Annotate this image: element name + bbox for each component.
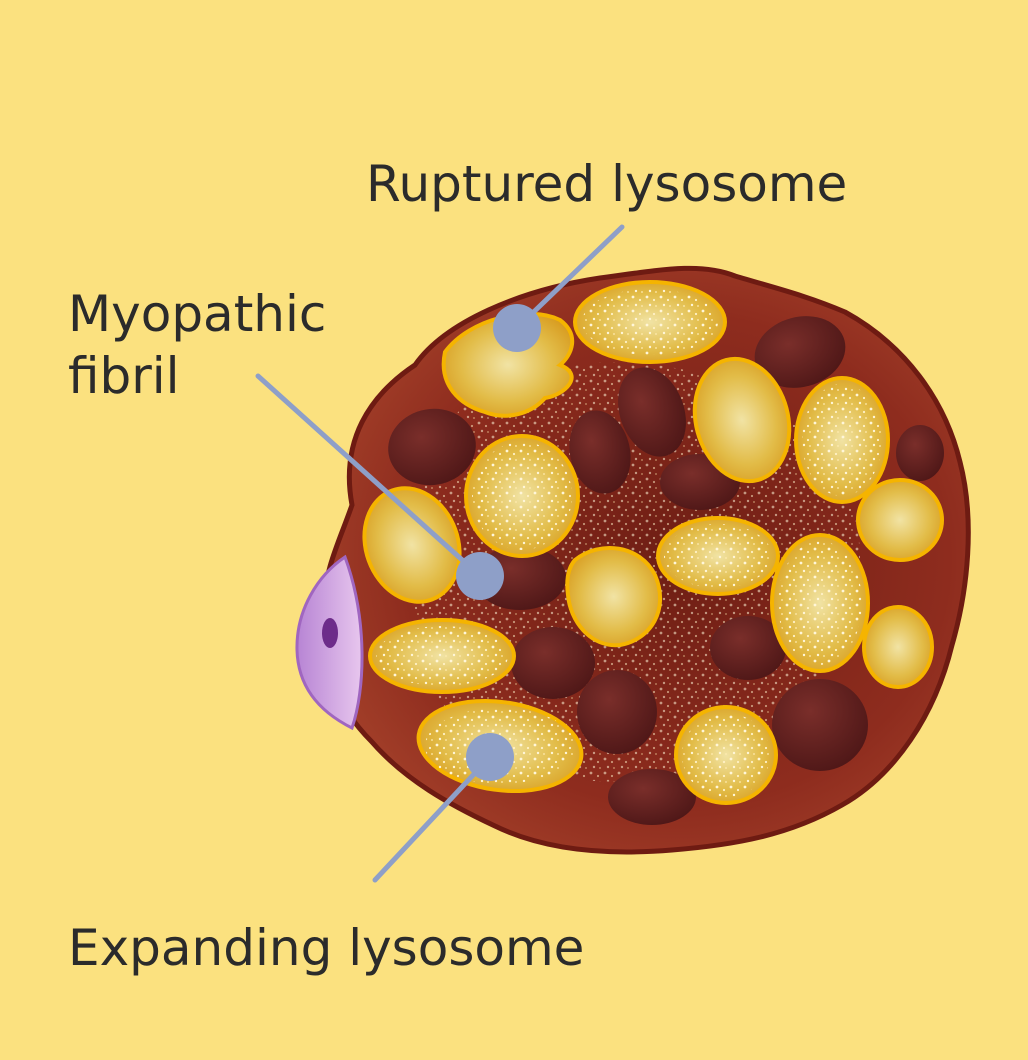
leader-dots	[456, 304, 541, 781]
leader-line-ruptured	[514, 224, 625, 331]
lysosomes	[362, 280, 944, 805]
label-ruptured-lysosome: Ruptured lysosome	[366, 155, 848, 213]
leader-dot-ruptured	[493, 304, 541, 352]
label-myopathic-fibril: Myopathic fibril	[68, 283, 326, 407]
label-myopathic-line1: Myopathic	[68, 285, 327, 343]
label-myopathic-line2: fibril	[68, 347, 180, 405]
label-expanding-lysosome: Expanding lysosome	[68, 919, 585, 977]
leader-line-expanding	[372, 754, 493, 883]
leader-dot-myopathic	[456, 552, 504, 600]
leader-lines	[255, 224, 625, 883]
leader-line-myopathic	[255, 373, 483, 579]
nucleus-icon	[295, 554, 364, 731]
leader-dot-expanding	[466, 733, 514, 781]
